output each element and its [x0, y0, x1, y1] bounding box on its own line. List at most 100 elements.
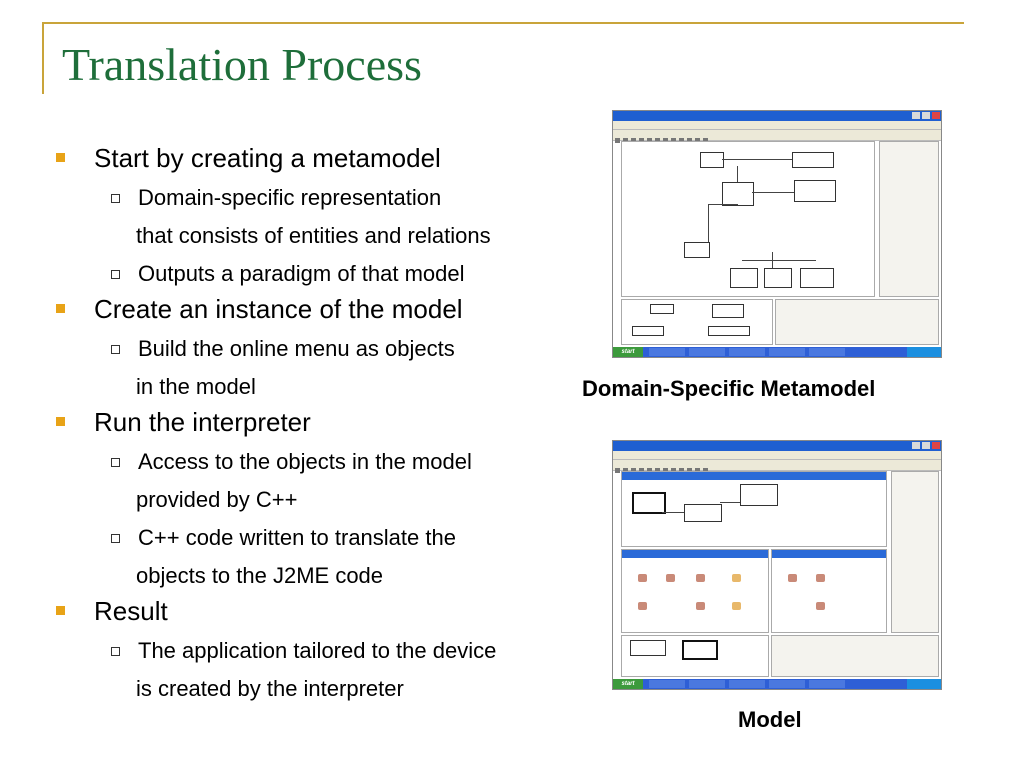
small-cup-icon [696, 574, 705, 582]
diagram-box [684, 242, 710, 258]
sub-bullet-text: C++ code written to translate the [138, 525, 456, 550]
hollow-square-bullet-icon [111, 194, 120, 203]
diagram-connector [708, 204, 738, 205]
hollow-square-bullet-icon [111, 458, 120, 467]
square-bullet-icon [56, 417, 65, 426]
toolbar [613, 460, 941, 473]
sub-bullet-item: The application tailored to the device [56, 638, 596, 664]
bullet-list: Start by creating a metamodel Domain-spe… [56, 136, 596, 702]
diagram-box [632, 326, 664, 336]
diagram-box [764, 268, 792, 288]
bullet-text: Create an instance of the model [94, 294, 463, 324]
diagram-connector [742, 260, 816, 261]
metamodel-screenshot: start [612, 110, 942, 358]
square-bullet-icon [56, 606, 65, 615]
toolbar [613, 130, 941, 143]
sub-bullet-text: Outputs a paradigm of that model [138, 261, 465, 286]
hollow-square-bullet-icon [111, 534, 120, 543]
sub-bullet-text: Domain-specific representation [138, 185, 442, 210]
diagram-box [794, 180, 836, 202]
menu-bar [613, 121, 941, 130]
sub-bullet-continuation: provided by C++ [136, 487, 298, 512]
diagram-connector [722, 159, 792, 160]
cone-icon [732, 574, 741, 582]
bullet-item: Run the interpreter [56, 407, 596, 437]
square-bullet-icon [56, 153, 65, 162]
browser-panel [891, 471, 939, 633]
diagram-connector [752, 192, 794, 193]
welcome-message-box [682, 640, 718, 660]
diagram-box [730, 268, 758, 288]
sub-bullet-continuation: that consists of entities and relations [136, 223, 491, 248]
diagram-box [722, 182, 754, 206]
large-cup-icon [696, 602, 705, 610]
sub-bullet-item: Access to the objects in the model [56, 449, 596, 475]
taskbar: start [613, 347, 941, 357]
sub-bullet-continuation: in the model [136, 374, 256, 399]
inner-window-title [772, 550, 886, 558]
system-tray [907, 347, 941, 357]
large-cup-icon [816, 602, 825, 610]
frame-left-rule [42, 22, 44, 94]
frame-top-rule [42, 22, 964, 24]
diagram-box [740, 484, 778, 506]
slide-title: Translation Process [62, 39, 422, 90]
model-screenshot: start [612, 440, 942, 690]
diagram-box [708, 326, 750, 336]
inner-window-title [622, 550, 768, 558]
sub-bullet-item: Outputs a paradigm of that model [56, 261, 596, 287]
sub-bullet-text: Build the online menu as objects [138, 336, 455, 361]
diagram-connector [708, 204, 709, 242]
icecream-canvas [621, 549, 769, 633]
strawberry-icon [638, 574, 647, 582]
sub-bullet-continuation: objects to the J2ME code [136, 563, 384, 588]
sub-bullet-text: Access to the objects in the model [138, 449, 472, 474]
sub-bullet-continuation: is created by the interpreter [136, 676, 404, 701]
diagram-box [792, 152, 834, 168]
hollow-square-bullet-icon [111, 647, 120, 656]
diagram-canvas [621, 141, 875, 297]
sub-bullet-item: C++ code written to translate the [56, 525, 596, 551]
bullet-item: Start by creating a metamodel [56, 143, 596, 173]
bullet-item: Result [56, 596, 596, 626]
taskbar: start [613, 679, 941, 689]
bullet-text: Start by creating a metamodel [94, 143, 441, 173]
small-cup-icon [816, 574, 825, 582]
diagram-connector [662, 512, 684, 513]
aspect-canvas [621, 299, 773, 345]
inner-window-title [622, 472, 886, 480]
browser-panel [879, 141, 939, 297]
diagram-box [650, 304, 674, 314]
bullet-text: Run the interpreter [94, 407, 311, 437]
model-caption: Model [738, 707, 802, 732]
cup-icon [732, 602, 741, 610]
start-button-icon: start [613, 679, 643, 689]
square-bullet-icon [56, 304, 65, 313]
diagram-connector [737, 166, 738, 182]
diagram-connector [720, 502, 740, 503]
window-title-bar [613, 111, 941, 121]
bullet-item: Create an instance of the model [56, 294, 596, 324]
system-tray [907, 679, 941, 689]
attributes-panel [775, 299, 939, 345]
shake-canvas [771, 549, 887, 633]
diagram-box [630, 640, 666, 656]
vanilla-icon [638, 602, 647, 610]
bullet-text: Result [94, 596, 168, 626]
model-canvas [621, 471, 887, 547]
sub-bullet-text: The application tailored to the device [138, 638, 497, 663]
attributes-panel [771, 635, 939, 677]
window-title-bar [613, 441, 941, 451]
sub-bullet-item: Build the online menu as objects [56, 336, 596, 362]
diagram-box [700, 152, 724, 168]
sub-bullet-item: Domain-specific representation [56, 185, 596, 211]
chocolate-icon [788, 574, 797, 582]
chocolate-icon [666, 574, 675, 582]
hollow-square-bullet-icon [111, 345, 120, 354]
welcome-message-box [632, 492, 666, 514]
diagram-box [684, 504, 722, 522]
diagram-box [800, 268, 834, 288]
menu-selection-canvas [621, 635, 769, 677]
menu-bar [613, 451, 941, 460]
diagram-box [712, 304, 744, 318]
